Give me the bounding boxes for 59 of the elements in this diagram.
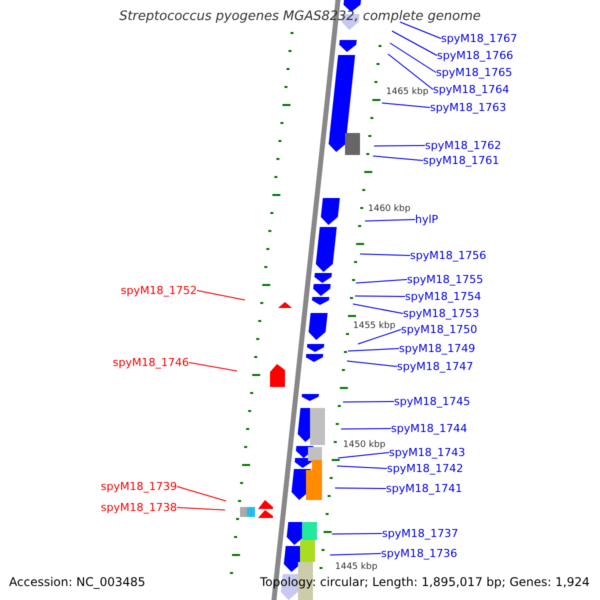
leader-line bbox=[176, 507, 226, 510]
gene-label: spyM18_1754 bbox=[405, 290, 482, 303]
gene-label: spyM18_1755 bbox=[407, 273, 484, 286]
gene-label: spyM18_1746 bbox=[112, 356, 189, 369]
gene-label: spyM18_1767 bbox=[441, 32, 518, 45]
accession-text: Accession: NC_003485 bbox=[9, 575, 146, 590]
gene-label: spyM18_1739 bbox=[100, 480, 177, 493]
gene-label: spyM18_1753 bbox=[403, 307, 480, 320]
gene-label: spyM18_1752 bbox=[120, 284, 197, 297]
leader-line bbox=[382, 102, 430, 108]
leader-line bbox=[354, 296, 406, 297]
leader-line bbox=[352, 304, 404, 314]
leader-line bbox=[334, 488, 386, 489]
leader-line bbox=[188, 362, 238, 372]
gene-label: spyM18_1764 bbox=[433, 83, 510, 96]
gene-label: hylP bbox=[415, 213, 438, 226]
leader-line bbox=[388, 54, 434, 90]
gene-label: spyM18_1756 bbox=[410, 249, 486, 262]
gene-label: spyM18_1750 bbox=[401, 323, 478, 336]
gene-label: spyM18_1766 bbox=[437, 49, 514, 62]
leader-line bbox=[364, 219, 416, 222]
leader-line bbox=[332, 533, 382, 534]
leader-line bbox=[176, 486, 226, 502]
leader-line bbox=[360, 254, 410, 256]
leader-line bbox=[356, 279, 408, 284]
gene-label: spyM18_1761 bbox=[423, 154, 500, 167]
leader-line bbox=[338, 452, 390, 458]
leader-line bbox=[330, 553, 382, 556]
leader-line bbox=[400, 22, 442, 39]
scale-label: 1445 kbp bbox=[335, 561, 378, 573]
leader-line bbox=[374, 145, 426, 146]
gene-label: spyM18_1742 bbox=[387, 462, 464, 475]
gene-label: spyM18_1749 bbox=[399, 342, 476, 355]
leader-line bbox=[346, 360, 398, 367]
gene-label: spyM18_1741 bbox=[386, 482, 462, 495]
leader-line bbox=[390, 42, 436, 73]
gene-label: spyM18_1744 bbox=[391, 422, 468, 435]
leader-line bbox=[358, 329, 402, 344]
genome-summary-text: Topology: circular; Length: 1,895,017 bp; Genes: 1,924 bbox=[260, 575, 590, 590]
gene-label: spyM18_1763 bbox=[430, 101, 506, 114]
gene-label: spyM18_1736 bbox=[381, 547, 458, 560]
gene-label: spyM18_1747 bbox=[397, 360, 474, 373]
leader-line bbox=[392, 30, 438, 56]
leader-line bbox=[372, 156, 424, 161]
leader-line bbox=[340, 428, 392, 430]
leader-line bbox=[348, 348, 400, 352]
leader-line bbox=[342, 401, 394, 402]
gene-label: spyM18_1762 bbox=[425, 139, 502, 152]
leader-line bbox=[336, 466, 388, 469]
scale-label: 1465 kbp bbox=[386, 86, 428, 98]
gene-label: spyM18_1765 bbox=[436, 66, 512, 79]
gene-label: spyM18_1743 bbox=[389, 446, 466, 459]
scale-label: 1450 kbp bbox=[343, 439, 386, 451]
scale-label: 1455 kbp bbox=[353, 320, 396, 332]
gene-label: spyM18_1737 bbox=[382, 527, 458, 540]
gene-label: spyM18_1745 bbox=[394, 395, 470, 408]
gene-label: spyM18_1738 bbox=[100, 501, 177, 514]
leader-line bbox=[196, 290, 246, 300]
scale-label: 1460 kbp bbox=[368, 203, 410, 215]
